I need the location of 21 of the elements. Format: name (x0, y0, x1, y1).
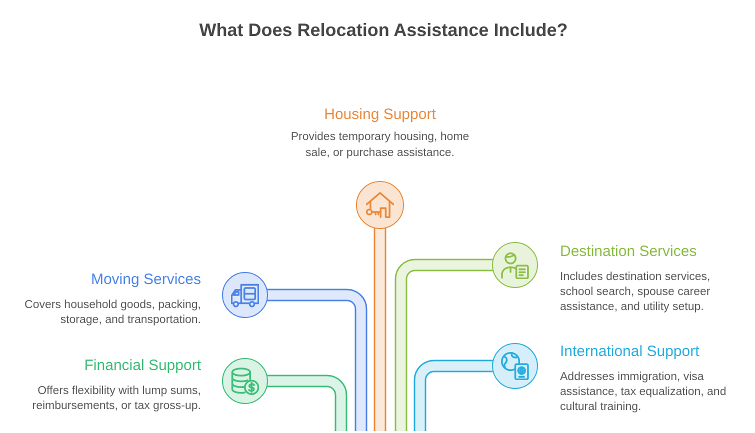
pipe-connector (267, 288, 368, 431)
pipe-connector (374, 228, 386, 431)
pipe-connector (267, 374, 348, 431)
item-description: Includes destination services, school search, spouse career assistance, and utility setup. (560, 270, 712, 314)
icon-circle (492, 343, 538, 389)
item-heading: International Support (560, 343, 700, 361)
item-description: Provides temporary housing, home sale, or purchase assistance. (290, 130, 470, 161)
item-description: Addresses immigration, visa assistance, tax equalization, and cultural training. (560, 370, 728, 414)
pipe-connector (414, 360, 493, 431)
icon-circle (356, 181, 404, 229)
item-heading: Financial Support (84, 357, 201, 375)
icon-circle (222, 358, 268, 404)
icon-circle (222, 272, 268, 318)
item-description: Covers household goods, packing, storage, and transportation. (24, 298, 201, 328)
item-heading: Destination Services (560, 243, 697, 261)
diagram-title: What Does Relocation Assistance Include? (199, 19, 568, 41)
item-heading: Housing Support (324, 106, 436, 124)
pipe-connector (394, 258, 493, 431)
icon-circle (492, 242, 538, 288)
item-heading: Moving Services (90, 271, 201, 289)
item-description: Offers flexibility with lump sums, reimbursements, or tax gross-up. (31, 384, 201, 414)
